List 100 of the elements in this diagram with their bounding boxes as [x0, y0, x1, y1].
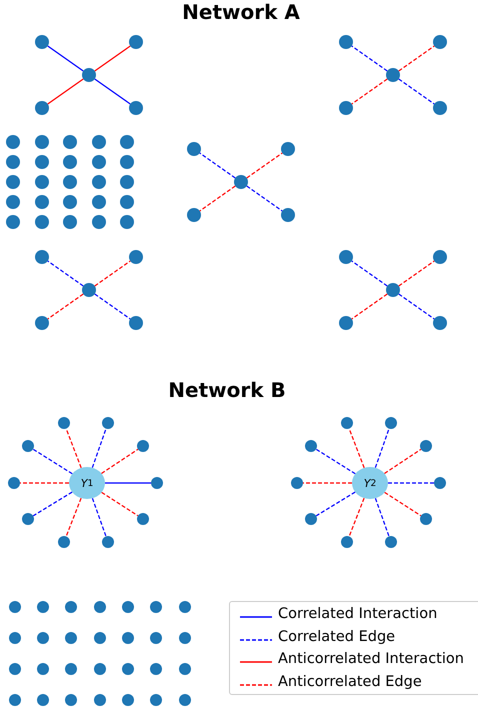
edge-line [351, 46, 388, 72]
dot-node [385, 536, 397, 548]
dot-node [63, 195, 77, 209]
dot-node [35, 316, 49, 330]
dot-node [122, 694, 134, 706]
dot-node [37, 694, 49, 706]
edge-line [66, 498, 82, 537]
dot-node [179, 663, 191, 675]
dot-node [281, 142, 295, 156]
edge-line [351, 294, 388, 320]
dot-node [341, 536, 353, 548]
edge-line [92, 498, 107, 537]
edge-line [348, 498, 365, 537]
dot-node [129, 101, 143, 115]
dot-node [433, 250, 447, 264]
dot-node [6, 215, 20, 229]
edge-line [398, 46, 435, 72]
edge-line [398, 78, 435, 104]
dot-node [92, 175, 106, 189]
dot-node [120, 195, 134, 209]
edge-line [94, 260, 131, 286]
dot-node [120, 135, 134, 149]
dot-node [6, 155, 20, 169]
legend-label: Correlated Edge [278, 628, 396, 644]
dot-node [92, 135, 106, 149]
dot-node [386, 68, 400, 82]
dot-node [94, 663, 106, 675]
edge-line [47, 294, 84, 320]
dot-node [102, 536, 114, 548]
dot-node [120, 155, 134, 169]
dot-node [129, 250, 143, 264]
edge-line [20, 482, 69, 484]
edge-line [199, 186, 236, 212]
edge-line [47, 46, 84, 72]
dot-node [339, 250, 353, 264]
edge-line [94, 294, 131, 320]
dot-node [65, 694, 77, 706]
dot-node [150, 663, 162, 675]
dot-node [22, 440, 34, 452]
edge-line [348, 428, 365, 468]
dot-node [58, 417, 70, 429]
dot-node [137, 440, 149, 452]
dot-node [37, 632, 49, 644]
dot-node [341, 417, 353, 429]
dot-node [179, 632, 191, 644]
edge-line [303, 482, 352, 484]
dot-node [122, 663, 134, 675]
dot-node [37, 601, 49, 613]
dot-node [151, 477, 163, 489]
edge-line [384, 492, 422, 516]
dot-node [386, 283, 400, 297]
dot-node [6, 135, 20, 149]
dot-node [187, 142, 201, 156]
dot-node [63, 215, 77, 229]
dot-node [35, 250, 49, 264]
dot-node [94, 632, 106, 644]
dot-node [82, 283, 96, 297]
dot-node [35, 35, 49, 49]
dot-node [35, 101, 49, 115]
dot-node [82, 68, 96, 82]
dot-node [120, 215, 134, 229]
dot-node [120, 175, 134, 189]
dot-node [9, 601, 21, 613]
edge-line [47, 78, 84, 104]
dot-node [179, 601, 191, 613]
dot-node [63, 135, 77, 149]
dot-node [433, 316, 447, 330]
dot-node [150, 601, 162, 613]
edge-line [374, 498, 390, 537]
dot-node [37, 663, 49, 675]
edge-line [388, 482, 434, 484]
dot-node [433, 35, 447, 49]
dot-node [92, 155, 106, 169]
dot-node [122, 601, 134, 613]
edge-line [32, 448, 73, 474]
dot-node [179, 694, 191, 706]
edge-line [374, 428, 390, 468]
dot-node [65, 663, 77, 675]
dot-node [63, 175, 77, 189]
edge-line [398, 294, 435, 320]
edge-line [246, 152, 283, 178]
dot-node [6, 195, 20, 209]
dot-node [305, 513, 317, 525]
dot-node [9, 694, 21, 706]
edge-line [246, 186, 283, 212]
dot-node [420, 440, 432, 452]
dot-node [385, 417, 397, 429]
edge-line [94, 46, 131, 72]
edge-line [47, 260, 84, 286]
dot-node [234, 175, 248, 189]
legend-label: Correlated Interaction [278, 606, 438, 622]
dot-node [150, 694, 162, 706]
dot-node [433, 101, 447, 115]
dot-node [434, 477, 446, 489]
dot-node [339, 316, 353, 330]
edge-line [398, 260, 435, 286]
edge-line [105, 482, 151, 484]
dot-node [150, 632, 162, 644]
panel-heading: Network B [168, 378, 286, 402]
dot-node [35, 135, 49, 149]
